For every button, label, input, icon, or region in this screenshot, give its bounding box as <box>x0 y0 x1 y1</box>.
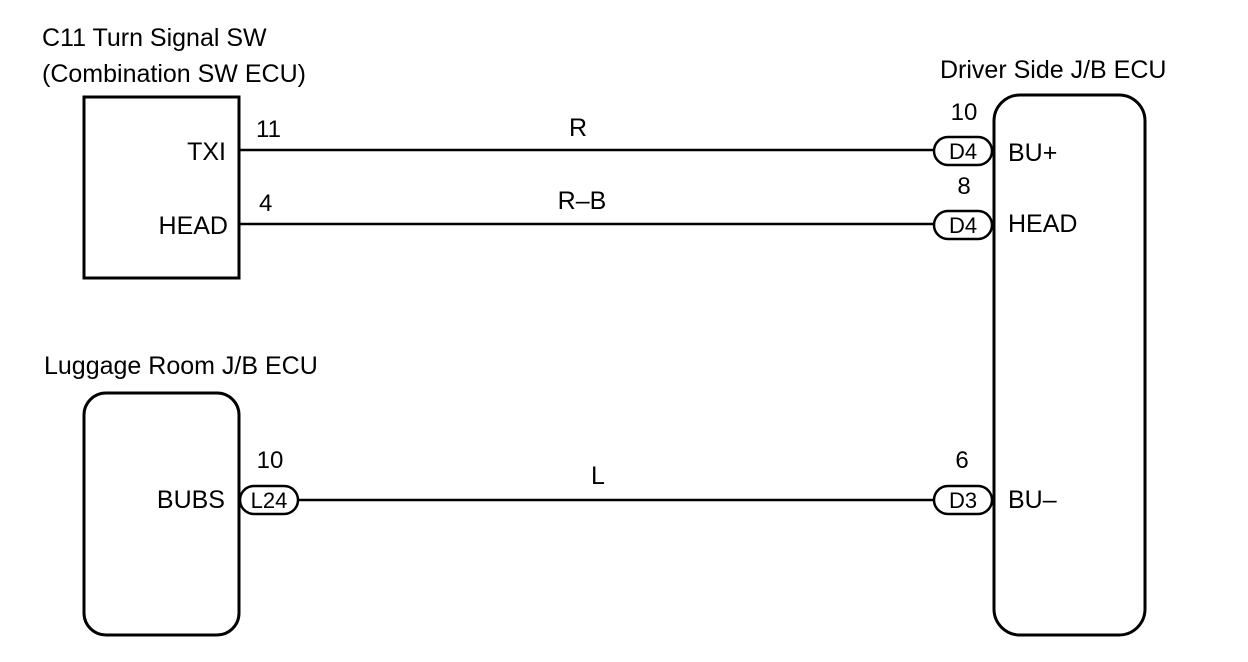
terminal-bu-minus: BU– <box>1008 486 1057 514</box>
turn-signal-sw-box <box>82 95 241 280</box>
pin-4: 4 <box>259 190 272 217</box>
wire-color-l: L <box>591 462 605 490</box>
pin-10-luggage: 10 <box>257 447 284 474</box>
luggage-jb-ecu-box <box>82 391 241 637</box>
connector-l24-label: L24 <box>251 488 288 513</box>
wire-color-r: R <box>569 114 587 142</box>
terminal-bu-plus: BU+ <box>1008 139 1057 167</box>
driver-jb-ecu-title: Driver Side J/B ECU <box>940 56 1166 84</box>
connector-d3-label: D3 <box>949 488 977 513</box>
connector-d4-head <box>932 209 994 241</box>
turn-signal-sw-title-line1: C11 Turn Signal SW <box>42 24 267 52</box>
terminal-txi: TXI <box>187 138 226 166</box>
wire-color-r-b: R–B <box>558 187 607 215</box>
connector-d4-bu-plus <box>932 135 994 167</box>
connector-l24 <box>238 484 300 516</box>
connector-d3 <box>932 484 994 516</box>
luggage-jb-ecu-title: Luggage Room J/B ECU <box>44 352 318 380</box>
driver-jb-ecu-box <box>992 93 1147 637</box>
connector-d4-label-2: D4 <box>949 213 977 238</box>
connector-d4-label-1: D4 <box>949 139 977 164</box>
pin-11: 11 <box>256 116 281 143</box>
terminal-head-right: HEAD <box>1008 210 1077 238</box>
terminal-head-left: HEAD <box>159 212 228 240</box>
pin-6: 6 <box>955 447 968 474</box>
terminal-bubs: BUBS <box>157 486 225 514</box>
turn-signal-sw-title-line2: (Combination SW ECU) <box>42 60 306 88</box>
pin-10-driver: 10 <box>951 99 978 126</box>
pin-8: 8 <box>957 173 970 200</box>
